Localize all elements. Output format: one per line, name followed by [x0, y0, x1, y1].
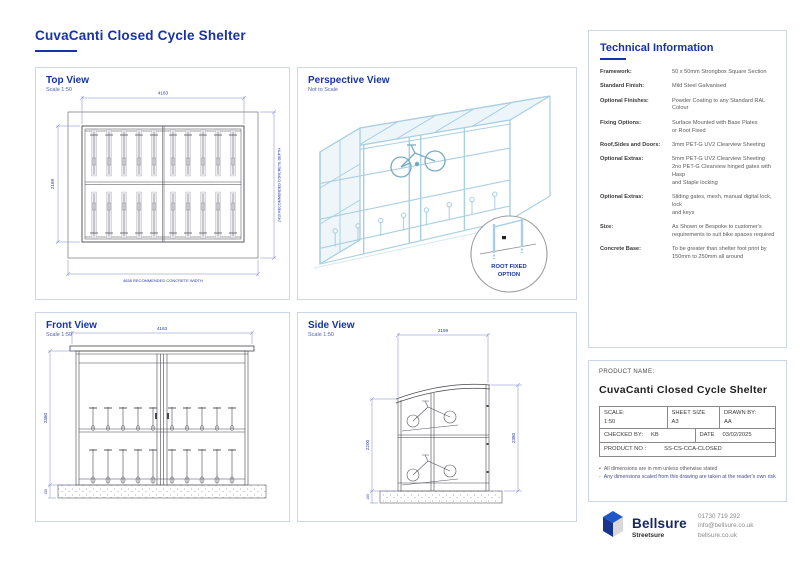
footer: Bellsure Streetsure 01730 719 292 info@b… — [588, 504, 793, 560]
spec-value: Powder Coating to any Standard RAL Colou… — [672, 97, 766, 112]
spec-value: Mild Steel Galvanised — [672, 83, 727, 90]
spec-value: 5mm PET-G UV2 Clearview Sheeting 2no PET… — [672, 156, 771, 186]
bicycle-illustration — [390, 144, 446, 178]
spec-value: As Shown or Bespoke to customer's requir… — [672, 224, 775, 238]
top-view-scale: Scale 1:50 — [46, 87, 72, 93]
top-view-drawing: 4163 2169 2419 RECOMMENDED CONCRETE DEPT… — [50, 91, 282, 284]
spec-row: Standard Finish: Mild Steel Galvanised — [600, 83, 775, 91]
dim-side-front-height: 2200 — [365, 439, 370, 450]
spec-row: Concrete Base: To be greater than shelter… — [600, 246, 775, 262]
product-no-cell: PRODUCT NO :SS-CS-CCA-CLOSED — [604, 446, 722, 453]
dim-concrete-width: 4638 RECOMMENDED CONCRETE WIDTH — [123, 278, 203, 283]
front-view-drawing: 4163 2380 150 — [43, 326, 267, 499]
dim-concrete-depth: 2419 RECOMMENDED CONCRETE DEPTH — [278, 148, 282, 223]
perspective-view-panel: ROOT FIXED OPTION Perspective View Not t… — [297, 67, 577, 300]
spec-label: Optional Extras: — [600, 194, 644, 201]
spec-label: Concrete Base: — [600, 246, 642, 253]
spec-row: Optional Extras: Sliding gates, mesh, man… — [600, 194, 775, 217]
spec-label: Framework: — [600, 69, 632, 75]
spec-label: Roof,Sides and Doors: — [600, 141, 661, 148]
callout-text-line2: OPTION — [498, 272, 520, 278]
technical-information-title: Technical Information — [600, 42, 714, 54]
side-view-title: Side View — [308, 320, 355, 331]
front-view-title: Front View — [46, 320, 97, 331]
dim-front-base: 150 — [44, 489, 48, 495]
side-view-panel: 2169 2200 2380 150 Side View Scale 1:50 — [297, 312, 577, 522]
product-name-label: PRODUCT NAME: — [599, 369, 655, 375]
spec-row: Roof,Sides and Doors: 3mm PET-G UV2 Clear… — [600, 142, 775, 150]
dim-shelter-depth: 2169 — [50, 178, 55, 189]
dim-front-width: 4163 — [157, 326, 168, 331]
dim-side-rear-height: 2380 — [511, 432, 516, 443]
note-item: -Any dimensions scaled from this drawing… — [599, 474, 776, 481]
perspective-view-title: Perspective View — [308, 75, 390, 86]
front-view-panel: 4163 2380 150 Front View Scale 1:50 — [35, 312, 290, 522]
dim-top-width: 4163 — [158, 91, 169, 96]
brand-name: Bellsure — [632, 516, 687, 531]
checked-by-cell: CHECKED BY:KB — [604, 432, 659, 439]
dim-front-height: 2380 — [43, 412, 48, 423]
spec-row: Framework: 50 x 50mm Strongbox Square Sec… — [600, 69, 775, 77]
root-fixed-callout: ROOT FIXED OPTION — [470, 215, 548, 293]
contact-phone: 01730 719 292 — [698, 513, 741, 520]
side-view-drawing: 2169 2200 2380 150 — [365, 328, 522, 504]
perspective-view-drawing: ROOT FIXED OPTION — [313, 95, 551, 293]
page-title: CuvaCanti Closed Cycle Shelter — [35, 28, 246, 43]
notes: •All dimensions are in mm unless otherwi… — [599, 465, 776, 482]
dim-side-depth: 2169 — [438, 328, 449, 333]
spec-row: Optional Finishes: Powder Coating to any … — [600, 98, 775, 114]
dim-side-base: 150 — [366, 494, 370, 500]
spec-label: Fixing Options: — [600, 119, 642, 126]
spec-value: 3mm PET-G UV2 Clearview Sheeting — [672, 141, 765, 148]
spec-label: Optional Finishes: — [600, 97, 649, 104]
spec-value: Sliding gates, mesh, manual digital lock… — [672, 194, 772, 216]
brand-sub-name: Streetsure — [632, 532, 665, 539]
title-block: PRODUCT NAME: CuvaCanti Closed Cycle She… — [588, 360, 787, 502]
technical-information-box: Technical Information Framework: 50 x 50m… — [588, 30, 787, 348]
contact-website: bellsure.co.uk — [698, 531, 737, 539]
spec-row: Optional Extras: 5mm PET-G UV2 Clearview … — [600, 156, 775, 187]
product-name: CuvaCanti Closed Cycle Shelter — [599, 384, 768, 396]
bellsure-logo-icon — [603, 511, 623, 537]
spec-label: Optional Extras: — [600, 156, 644, 163]
spec-row: Fixing Options: Surface Mounted with Base… — [600, 120, 775, 136]
spec-value: 50 x 50mm Strongbox Square Section — [672, 69, 767, 75]
callout-text-line1: ROOT FIXED — [491, 264, 526, 270]
title-underline — [35, 50, 77, 52]
scale-cell: SCALE:1:50 — [604, 410, 625, 425]
spec-value: Surface Mounted with Base Plates or Root… — [672, 119, 758, 134]
side-view-scale: Scale 1:50 — [308, 332, 334, 338]
drawn-by-cell: DRAWN BY:AA — [719, 407, 775, 429]
contact-email: info@bellsure.co.uk — [698, 522, 754, 530]
perspective-view-scale: Not to Scale — [308, 87, 338, 93]
spec-value: To be greater than shelter foot print by… — [672, 246, 767, 261]
front-view-scale: Scale 1:50 — [46, 332, 72, 338]
spec-label: Standard Finish: — [600, 83, 645, 90]
top-view-title: Top View — [46, 75, 89, 86]
spec-label: Size: — [600, 224, 614, 231]
technical-information-underline — [600, 58, 626, 60]
top-view-panel: 4163 2169 2419 RECOMMENDED CONCRETE DEPT… — [35, 67, 290, 300]
spec-row: Size: As Shown or Bespoke to customer's r… — [600, 224, 775, 240]
note-item: •All dimensions are in mm unless otherwi… — [599, 465, 718, 472]
